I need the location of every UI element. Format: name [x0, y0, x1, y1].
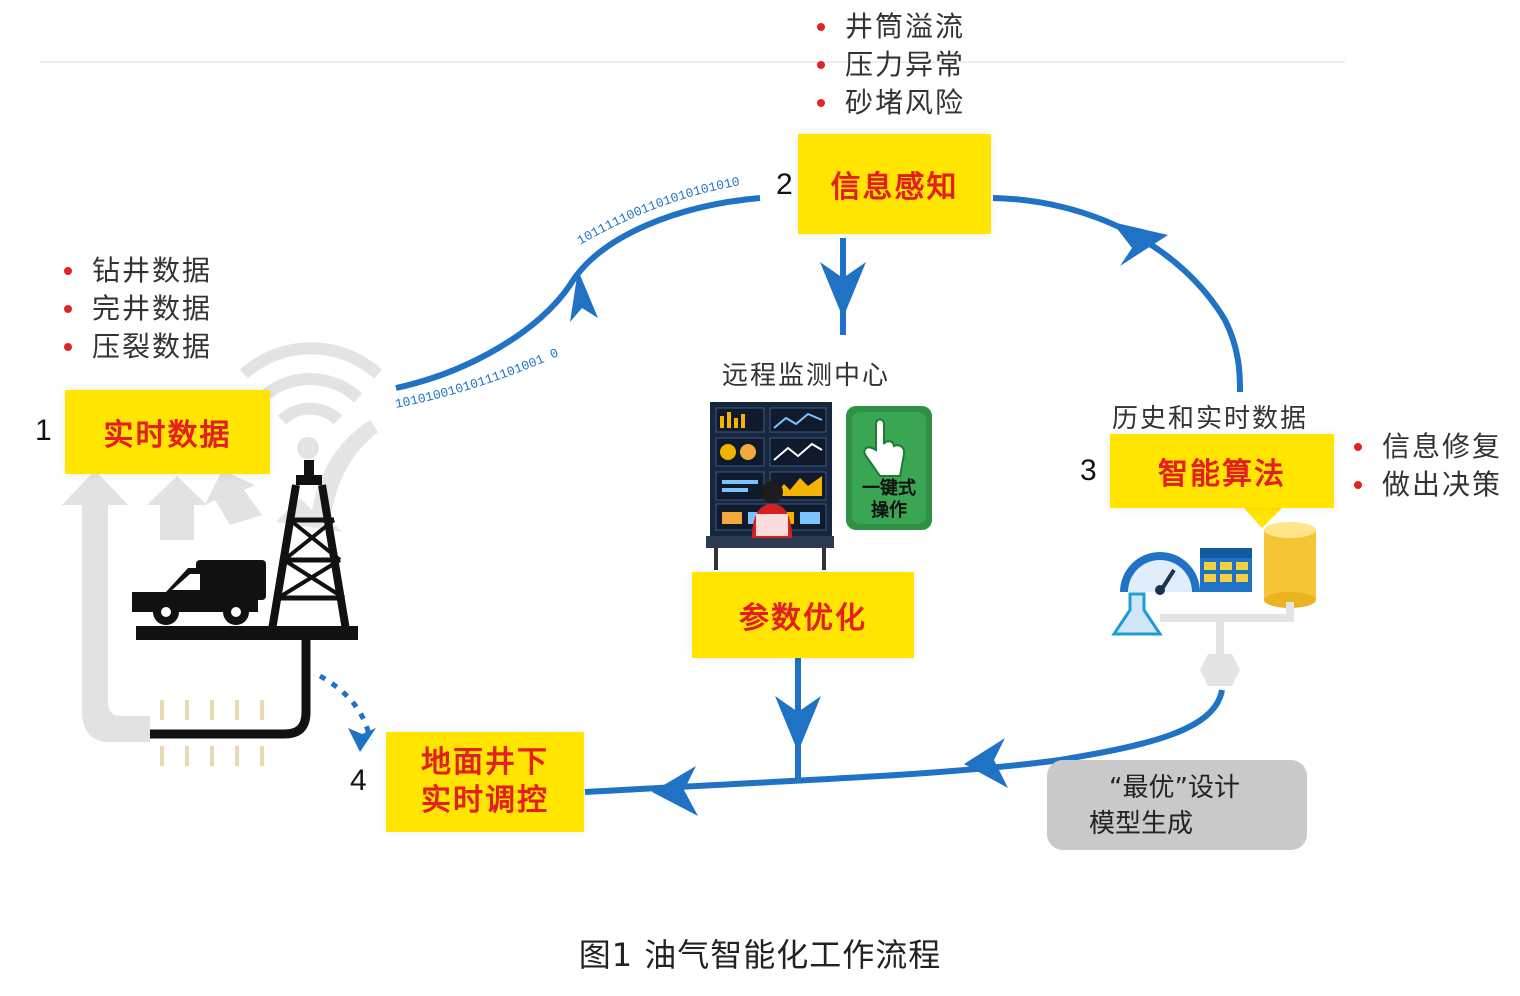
- algorithm-output-list: 信息修复 做出决策: [1352, 428, 1502, 504]
- perforation-marks: [160, 700, 264, 766]
- one-key-line2: 操作: [871, 500, 907, 521]
- list-item: 信息修复: [1352, 428, 1502, 466]
- pointing-hand-icon: [863, 418, 906, 477]
- surface-downhole-control-box: 地面井下 实时调控: [386, 732, 584, 832]
- arrowhead-left-right: [964, 738, 1008, 788]
- list-item: 砂堵风险: [815, 84, 965, 122]
- one-key-panel: [846, 406, 932, 530]
- list-item: 井筒溢流: [815, 8, 965, 46]
- list-item: 压裂数据: [62, 328, 212, 366]
- param-optimization-box: 参数优化: [692, 572, 914, 658]
- optimal-model-line1: “最优”设计: [1109, 773, 1240, 803]
- list-item: 钻井数据: [62, 252, 212, 290]
- list-item: 做出决策: [1352, 466, 1502, 504]
- one-key-operation-label: 一键式 操作: [850, 478, 928, 522]
- flow-arc-1-to-2: [395, 195, 761, 391]
- gray-feedback-arrows: [62, 420, 378, 742]
- smart-algorithm-box: 智能算法: [1110, 434, 1334, 508]
- gauge-icon: [1120, 552, 1200, 595]
- arrowhead-down-top: [820, 262, 866, 318]
- control-box-line2: 实时调控: [421, 783, 549, 818]
- binary-stream-lower: 10101001010111101001 0: [394, 345, 561, 412]
- step-number-4: 4: [350, 764, 367, 797]
- optimal-model-line2: 模型生成: [1089, 809, 1194, 839]
- connector-hex: [1200, 654, 1240, 686]
- wifi-dot: [297, 437, 319, 459]
- dotted-return-path: [318, 673, 373, 741]
- dotted-arrowhead: [348, 728, 376, 752]
- arrowhead-down-bottom: [775, 696, 821, 752]
- operator-icon: [752, 481, 792, 538]
- figure-caption: 图1 油气智能化工作流程: [578, 936, 942, 974]
- realtime-data-box: 实时数据: [65, 390, 270, 474]
- step-number-2: 2: [776, 168, 793, 201]
- binary-stream-upper: 1011111001101010101010: [575, 174, 741, 248]
- callout-pointer: [1244, 508, 1282, 528]
- info-perception-box: 信息感知: [798, 134, 991, 234]
- table-icon: [1200, 548, 1252, 592]
- list-item: 完井数据: [62, 290, 212, 328]
- truck-icon: [132, 560, 266, 625]
- arrowhead-right: [1112, 222, 1168, 266]
- history-data-label: 历史和实时数据: [1112, 404, 1309, 434]
- connector-pipes: [1160, 602, 1294, 660]
- step-number-3: 3: [1080, 454, 1097, 487]
- optimal-model-box: “最优”设计 模型生成: [1047, 760, 1307, 850]
- arrowhead-left-left: [652, 766, 698, 816]
- flask-icon: [1111, 592, 1163, 636]
- one-key-line1: 一键式: [862, 478, 916, 499]
- perception-risk-list: 井筒溢流 压力异常 砂堵风险: [815, 8, 965, 122]
- oil-rig-icon: [136, 460, 358, 739]
- flow-arc-2-to-3: [992, 195, 1243, 393]
- flow-arc-3-to-4: [584, 689, 1225, 795]
- arrowhead-up-left: [570, 270, 598, 322]
- control-box-line1: 地面井下: [421, 745, 549, 780]
- list-item: 压力异常: [815, 46, 965, 84]
- data-source-list: 钻井数据 完井数据 压裂数据: [62, 252, 212, 366]
- remote-center-label: 远程监测中心: [722, 361, 891, 391]
- step-number-1: 1: [35, 414, 52, 447]
- wifi-signal-icon: [239, 342, 383, 425]
- database-icon: [1264, 522, 1316, 608]
